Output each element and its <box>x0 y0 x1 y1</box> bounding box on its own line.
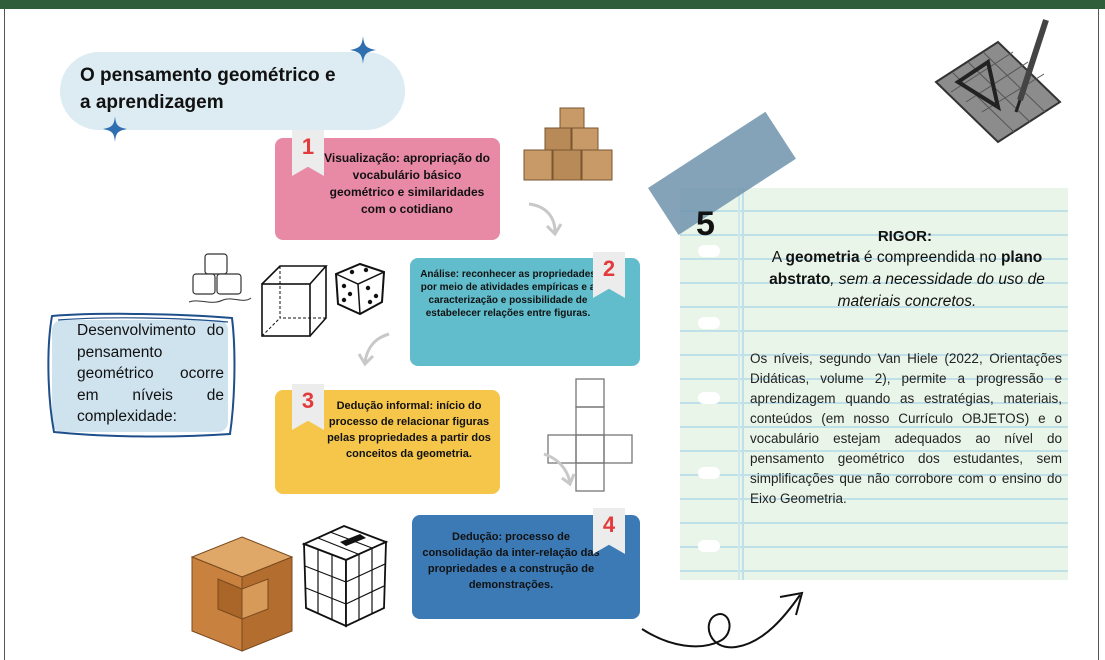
step-number: 1 <box>301 134 315 159</box>
step-card-1: Visualização: apropriação do vocabulário… <box>275 138 500 240</box>
development-box-outline <box>47 312 236 438</box>
sparkle-icon <box>350 36 376 64</box>
step-number-ribbon: 3 <box>292 384 324 430</box>
rigor-note <box>680 188 1068 580</box>
rigor-heading: RIGOR: <box>877 228 932 245</box>
cube-icon <box>261 265 328 337</box>
step-number: 3 <box>301 388 315 413</box>
note-margin-line <box>738 188 740 580</box>
note-hole <box>698 540 720 552</box>
step-text: Dedução: processo de consolidação da int… <box>422 531 600 591</box>
curved-arrow-icon <box>543 452 576 487</box>
wooden-cubes-icon <box>190 536 294 652</box>
step-text: Análise: reconhecer as propriedades por … <box>420 269 596 319</box>
ice-cubes-icon <box>188 253 252 303</box>
rigor-body: A geometria é compreendida no plano abst… <box>752 247 1062 313</box>
rigor-body-mid: é compreendida no <box>859 249 1001 266</box>
stacked-boxes-icon <box>523 107 613 181</box>
step-number-ribbon: 1 <box>292 130 324 176</box>
note-margin-line <box>742 188 744 580</box>
swirl-arrow-icon <box>641 591 804 649</box>
curved-arrow-icon <box>528 202 563 237</box>
van-hiele-paragraph: Os níveis, segundo Van Hiele (2022, Orie… <box>750 351 1062 506</box>
rigor-body-italic: , sem a necessidade do uso de materiais … <box>830 271 1045 310</box>
rigor-body-bold: plano abstrato <box>769 249 1043 288</box>
step-number-5: 5 <box>696 205 715 243</box>
title-line-1: O pensamento geométrico e <box>80 65 336 86</box>
rigor-body-bold: geometria <box>785 249 860 266</box>
sparkle-icon <box>103 116 127 142</box>
note-hole <box>698 245 720 257</box>
rubiks-cube-icon <box>301 525 389 628</box>
step-text: Visualização: apropriação do vocabulário… <box>324 151 490 216</box>
title-line-2: a aprendizagem <box>80 92 224 113</box>
curved-arrow-icon <box>357 332 390 367</box>
header-bar <box>0 0 1105 9</box>
title-cloud <box>60 52 405 130</box>
geometry-tools-icon <box>934 19 1062 144</box>
page-title: O pensamento geométrico e a aprendizagem <box>80 62 400 116</box>
step-number: 2 <box>602 256 616 281</box>
note-hole <box>698 392 720 404</box>
dice-icon <box>334 262 386 316</box>
step-number: 4 <box>602 512 616 537</box>
development-text: Desenvolvimento do pensamento geométrico… <box>77 322 224 425</box>
rigor-body-prefix: A <box>771 249 786 266</box>
development-box <box>52 320 228 432</box>
page-frame <box>4 9 1099 660</box>
cube-net-icon <box>547 378 633 492</box>
note-hole <box>698 317 720 329</box>
step-text: Dedução informal: início do processo de … <box>327 400 491 460</box>
note-hole <box>698 467 720 479</box>
